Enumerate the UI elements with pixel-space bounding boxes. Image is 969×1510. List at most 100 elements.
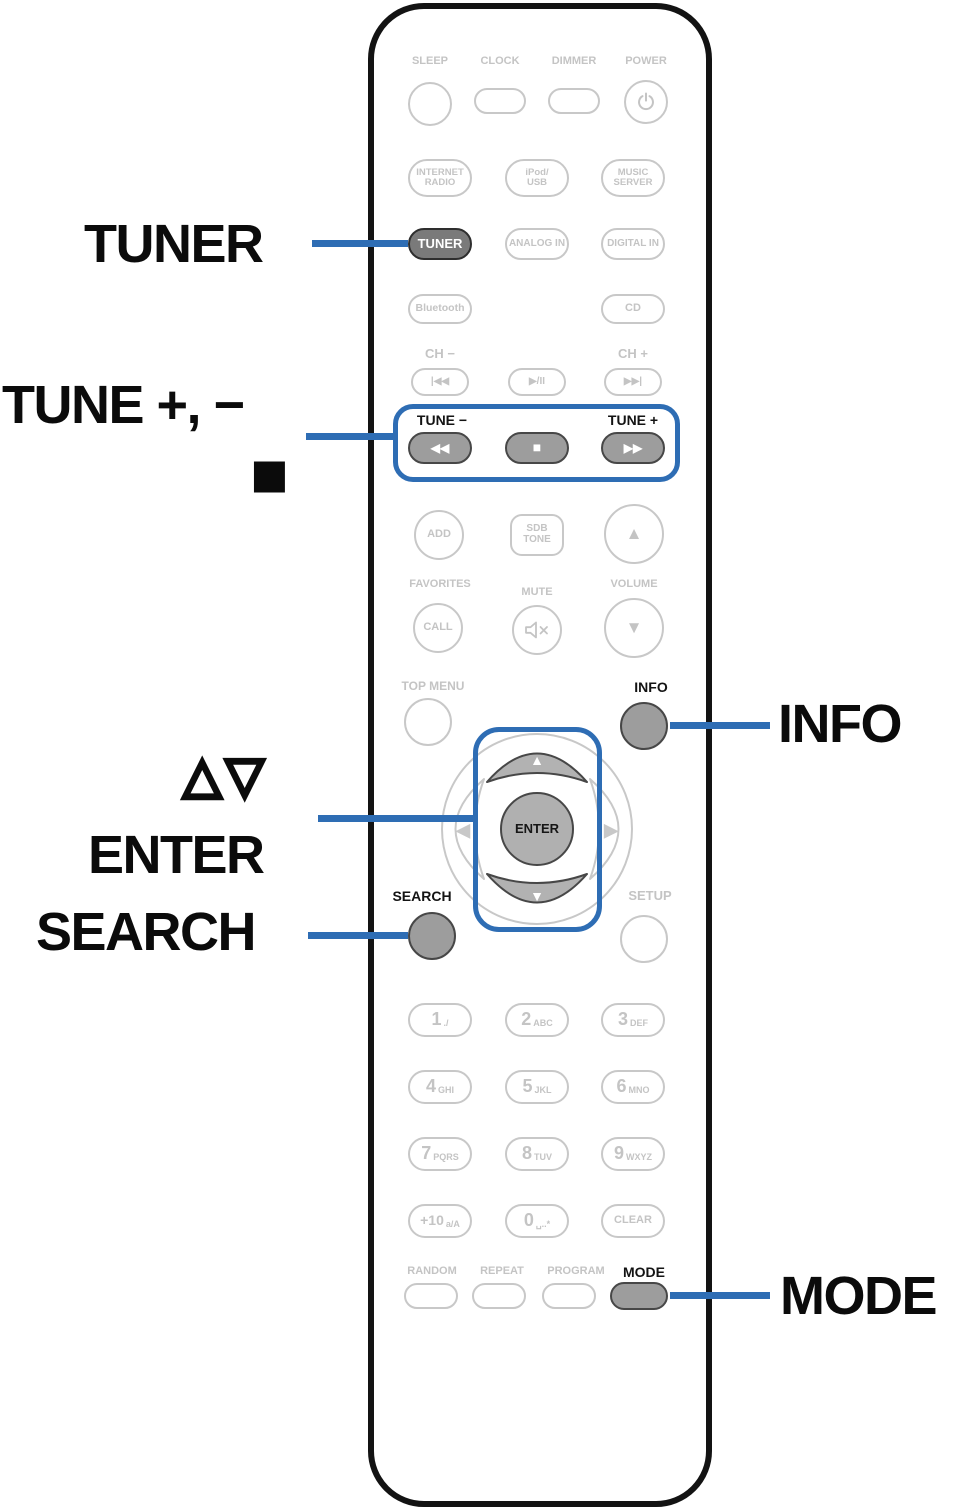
sleep-button — [408, 82, 452, 126]
tune-highlight-box — [393, 404, 680, 482]
key-letters: a/A — [445, 1218, 460, 1229]
info-label: INFO — [634, 679, 668, 695]
key-letters: ABC — [533, 1017, 553, 1028]
volume-label: VOLUME — [610, 578, 658, 590]
analog-in-button: ANALOG IN — [505, 228, 569, 260]
ipod-usb-button: iPod/ USB — [505, 159, 569, 197]
program-button — [542, 1283, 596, 1309]
bluetooth-button: Bluetooth — [408, 294, 472, 324]
setup-button — [620, 915, 668, 963]
cursor-highlight-box — [473, 727, 602, 932]
repeat-button — [472, 1283, 526, 1309]
cd-button: CD — [601, 294, 665, 324]
cursor-down-button: ▼ — [481, 871, 593, 919]
callout-tune-line — [306, 433, 393, 440]
power-icon — [638, 92, 654, 111]
top-menu-label: TOP MENU — [401, 679, 465, 693]
play-pause-button: ▶/II — [508, 368, 566, 396]
key-letters: TUV — [534, 1151, 552, 1162]
callout-tune-label: TUNE +, − — [2, 375, 245, 435]
callout-up-down-label: △▽ — [182, 747, 268, 803]
callout-cursor-line — [318, 815, 473, 822]
enter-button: ENTER — [500, 792, 574, 866]
sdb-tone-button: SDB TONE — [510, 514, 564, 556]
volume-down-icon: ▼ — [625, 617, 643, 637]
skip-forward-button: ▶▶| — [604, 368, 662, 396]
repeat-label: REPEAT — [480, 1265, 524, 1277]
key-letters: JKL — [534, 1084, 552, 1095]
key-number: 2 — [521, 1009, 532, 1030]
top-menu-button — [404, 698, 452, 746]
favorites-label: FAVORITES — [409, 578, 471, 590]
key-number: 8 — [521, 1143, 532, 1164]
key-number: 9 — [613, 1143, 624, 1164]
callout-mode-line — [670, 1292, 770, 1299]
cursor-up-icon: ▲ — [530, 752, 544, 768]
tune-plus-label: TUNE + — [607, 412, 659, 428]
clear-button: CLEAR — [601, 1204, 665, 1238]
add-button: ADD — [414, 510, 464, 560]
random-label: RANDOM — [407, 1265, 457, 1277]
remote-control-illustration: SLEEP CLOCK DIMMER POWER INTERNET RADIO … — [368, 3, 712, 1507]
callout-search-line — [308, 932, 408, 939]
setup-label: SETUP — [628, 888, 672, 903]
cursor-up-button: ▲ — [481, 737, 593, 785]
random-button — [404, 1283, 458, 1309]
cursor-down-shape — [486, 873, 588, 904]
key-letters: DEF — [630, 1017, 648, 1028]
clock-button — [474, 88, 526, 114]
music-server-button: MUSIC SERVER — [601, 159, 665, 197]
ch-minus-label: CH − — [425, 346, 455, 361]
program-label: PROGRAM — [547, 1265, 605, 1277]
key-letters: WXYZ — [626, 1151, 652, 1162]
info-button — [620, 702, 668, 750]
key-letters: PQRS — [433, 1151, 459, 1162]
key-number: 3 — [617, 1009, 628, 1030]
tuner-button: TUNER — [408, 228, 472, 260]
callout-info-line — [670, 722, 770, 729]
callout-search-label: SEARCH — [36, 902, 257, 962]
cursor-left-icon: ◀ — [456, 820, 470, 840]
clock-label: CLOCK — [480, 55, 520, 67]
cursor-up-shape — [486, 752, 588, 783]
rewind-button: ◀◀ — [408, 432, 472, 464]
volume-up-icon: ▲ — [625, 523, 643, 543]
key-number: +10 — [420, 1212, 444, 1229]
callout-enter-label: ENTER — [88, 825, 265, 885]
volume-down-button: ▼ — [604, 598, 664, 658]
mute-speaker-icon — [525, 621, 548, 639]
stop-square-icon: ■ — [250, 438, 289, 510]
callout-tuner-line — [312, 240, 408, 247]
mute-button — [512, 605, 562, 655]
cursor-right-icon: ▶ — [604, 820, 618, 840]
tune-minus-label: TUNE − — [416, 412, 468, 428]
cursor-down-icon: ▼ — [530, 888, 544, 904]
callout-tuner-label: TUNER — [84, 214, 264, 274]
fast-forward-button: ▶▶ — [601, 432, 665, 464]
key-letters: GHI — [438, 1084, 455, 1095]
power-label: POWER — [625, 55, 667, 67]
key-1-button: 1./ — [408, 1003, 472, 1037]
key-letters: ./ — [443, 1017, 449, 1028]
mute-label: MUTE — [521, 586, 553, 598]
dimmer-button — [548, 88, 600, 114]
power-button — [624, 80, 668, 124]
mode-button — [610, 1282, 668, 1310]
volume-up-button: ▲ — [604, 504, 664, 564]
key-number: 1 — [431, 1009, 442, 1030]
key-letters: ␣..* — [535, 1218, 551, 1229]
search-button — [408, 912, 456, 960]
ch-plus-label: CH + — [618, 346, 648, 361]
callout-mode-label: MODE — [780, 1266, 938, 1326]
internet-radio-button: INTERNET RADIO — [408, 159, 472, 197]
sleep-label: SLEEP — [411, 55, 449, 67]
